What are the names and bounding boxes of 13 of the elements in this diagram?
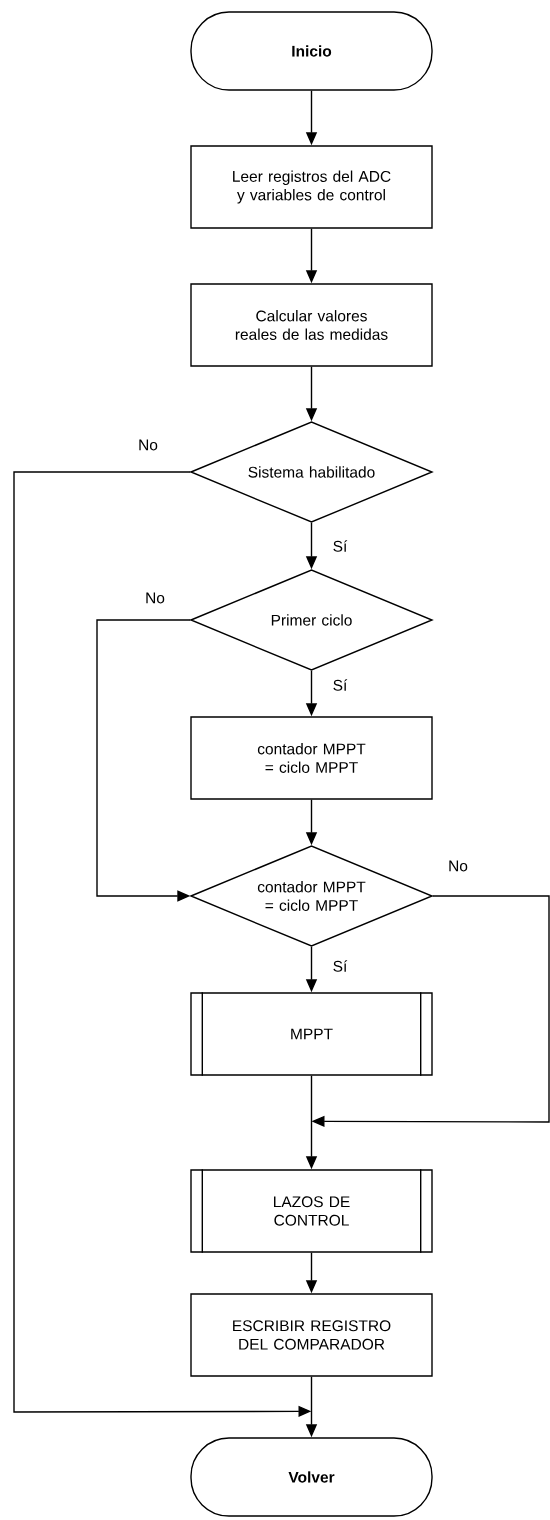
process-box: ESCRIBIR REGISTRO DEL COMPARADOR [190,1293,433,1377]
edge-label: Sí [333,960,348,972]
predefined-process-box: LAZOS DE CONTROL [190,1168,433,1254]
edge-label: No [449,860,468,872]
arrow [96,619,191,902]
edge-label: No [146,592,165,604]
edge-label: Sí [333,540,348,552]
edge-label: Sí [333,679,348,691]
process-box: Calcular valores reales de las medidas [190,283,433,367]
process-box: contador MPPT = ciclo MPPT [190,716,433,800]
process-box: Leer registros del ADC y variables de control [190,145,433,229]
predefined-process-box: MPPT [190,991,433,1077]
edge-label: No [139,439,158,451]
